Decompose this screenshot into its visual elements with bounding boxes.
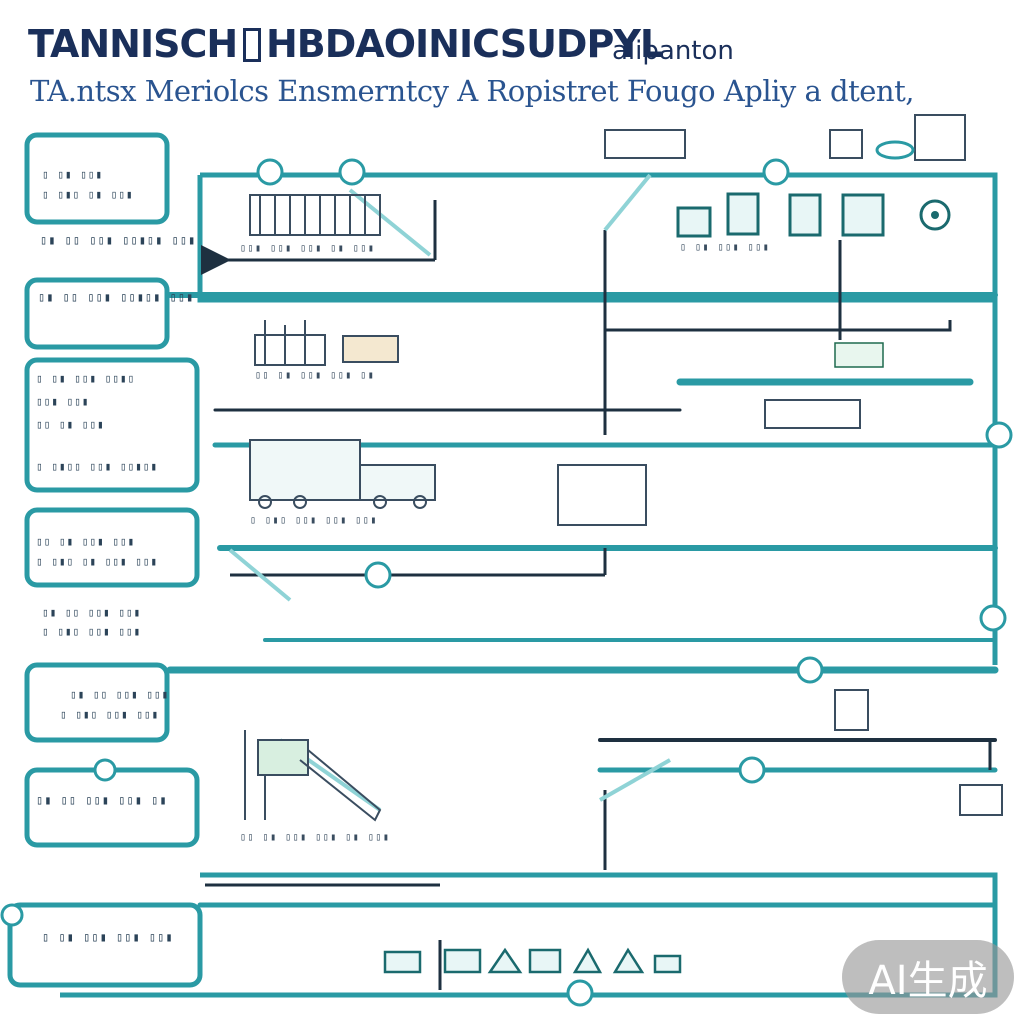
left-box-4-line-2: ▯ ▯▮▯ ▯▮ ▯▯▮ ▯▯▮ bbox=[36, 555, 158, 568]
grid-panel bbox=[834, 342, 884, 368]
node-2 bbox=[338, 158, 366, 186]
node-8 bbox=[738, 756, 766, 784]
title-icon bbox=[243, 28, 261, 62]
node-10 bbox=[93, 758, 117, 782]
machinery-icon-1 bbox=[254, 320, 399, 366]
bottom-frame bbox=[60, 872, 998, 998]
caption-building: ▯▯▮ ▯▯▮ ▯▯▮ ▯▮ ▯▯▮ bbox=[240, 243, 376, 254]
gauge-icon bbox=[919, 199, 951, 231]
node-9 bbox=[566, 979, 594, 1007]
node-1 bbox=[256, 158, 284, 186]
left-box-3-line-2: ▯▯▮ ▯▯▮ bbox=[36, 395, 90, 408]
ai-generated-badge: AI生成 bbox=[842, 940, 1014, 1014]
ramp-1 bbox=[348, 188, 432, 257]
left-label-3: ▯ ▯▮▯ ▯▯▮ ▯▯▮ bbox=[42, 625, 142, 638]
left-boxes bbox=[7, 132, 203, 988]
right-small-panels bbox=[834, 689, 1003, 816]
title-part-2: HBDAOINICSUDPYL bbox=[266, 22, 664, 66]
left-box-6 bbox=[24, 767, 200, 848]
header-icons bbox=[604, 114, 966, 161]
factory-trucks-icon bbox=[249, 439, 647, 526]
subtitle: TA.ntsx Meriolcs Ensmerntcy A Ropistret … bbox=[30, 74, 914, 108]
left-box-1 bbox=[24, 132, 170, 225]
node-11 bbox=[0, 903, 24, 927]
left-box-4 bbox=[24, 507, 200, 588]
left-box-3-line-4: ▯ ▯▮▯▯ ▯▯▮ ▯▯▮▯▮ bbox=[36, 460, 158, 473]
caption-panels: ▯ ▯▮ ▯▯▮ ▯▯▮ bbox=[680, 242, 771, 253]
left-label-2: ▯▮ ▯▯ ▯▯▮ ▯▯▮ bbox=[42, 606, 142, 619]
left-box-5 bbox=[24, 662, 170, 743]
title-part-1: TANNISCH bbox=[28, 22, 238, 66]
top-frame bbox=[197, 172, 998, 303]
building-icon bbox=[249, 194, 381, 236]
node-5 bbox=[364, 561, 392, 589]
caption-conveyor: ▯▯ ▯▮ ▯▯▮ ▯▯▮ ▯▮ ▯▯▮ bbox=[240, 832, 391, 843]
left-box-6-line-1: ▯▮ ▯▯ ▯▯▮ ▯▯▮ ▯▮ bbox=[36, 793, 168, 807]
connector-top-right bbox=[605, 320, 952, 332]
conveyor-structure bbox=[244, 730, 382, 822]
ramp-4 bbox=[599, 758, 671, 802]
caption-factory: ▯ ▯▮▯ ▯▯▮ ▯▯▮ ▯▯▮ bbox=[250, 515, 378, 526]
left-box-2 bbox=[24, 277, 170, 350]
process-lines bbox=[166, 292, 999, 908]
left-box-5-line-2: ▯ ▯▮▯ ▯▯▮ ▯▯▮ bbox=[60, 708, 160, 721]
circle-nodes bbox=[0, 158, 1013, 1007]
left-box-4-line-1: ▯▯ ▯▮ ▯▯▮ ▯▯▮ bbox=[36, 535, 136, 548]
left-box-1-line-2: ▯ ▯▮▯ ▯▮ ▯▯▮ bbox=[42, 188, 134, 201]
title-part-3: alipanton bbox=[612, 36, 734, 66]
left-box-7 bbox=[7, 902, 203, 988]
node-3 bbox=[762, 158, 790, 186]
main-frames bbox=[60, 172, 998, 998]
connectors bbox=[201, 200, 992, 990]
left-box-label-1: ▯▮ ▯▯ ▯▯▮ ▯▯▮▯▮ ▯▯▮ bbox=[40, 233, 197, 247]
caption-machinery: ▯▯ ▯▮ ▯▯▮ ▯▯▮ ▯▮ bbox=[255, 370, 376, 381]
legend-icons bbox=[383, 947, 682, 974]
left-box-3 bbox=[24, 357, 200, 493]
control-panels bbox=[676, 192, 885, 238]
left-box-3-line-3: ▯▯ ▯▮ ▯▯▮ bbox=[36, 418, 105, 431]
left-box-2-line-1: ▯▮ ▯▯ ▯▯▮ ▯▯▮▯▮ ▯▯▮ bbox=[38, 290, 195, 304]
ramp-2 bbox=[603, 173, 652, 232]
ramp-3 bbox=[228, 548, 292, 602]
node-6 bbox=[979, 604, 1007, 632]
left-box-7-line-1: ▯ ▯▮ ▯▯▮ ▯▯▮ ▯▯▮ bbox=[42, 930, 174, 944]
node-4 bbox=[985, 421, 1013, 449]
meter-panel bbox=[764, 399, 861, 429]
node-7 bbox=[796, 656, 824, 684]
left-box-1-line-1: ▯ ▯▮ ▯▯▮ bbox=[42, 168, 103, 181]
left-box-5-line-1: ▯▮ ▯▯ ▯▯▮ ▯▯▮ bbox=[70, 688, 170, 701]
left-box-3-line-1: ▯ ▯▮ ▯▯▮ ▯▯▮▯ bbox=[36, 372, 136, 385]
